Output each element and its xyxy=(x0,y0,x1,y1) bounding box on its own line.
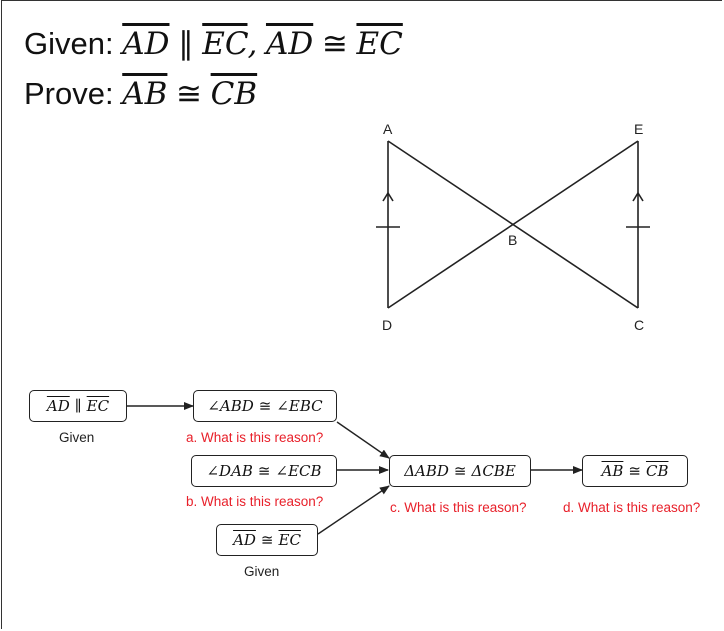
box5-rel: ≅ xyxy=(453,462,467,480)
given-separator: , xyxy=(247,26,258,62)
statement-box-conclusion: AB≅CB xyxy=(582,455,688,487)
flow-arrows xyxy=(127,402,583,535)
bowtie-figure xyxy=(376,140,650,309)
reason-a[interactable]: a. What is this reason? xyxy=(186,430,324,445)
reason-b[interactable]: b. What is this reason? xyxy=(186,494,324,509)
given-statement: Given: AD ∥ EC, AD ≅ EC xyxy=(24,28,403,60)
prove-label: Prove: xyxy=(24,76,114,111)
point-label-a: A xyxy=(383,121,393,137)
box4-rel: ≅ xyxy=(260,531,274,549)
box2-rel: ≅ xyxy=(258,397,272,415)
parallel-arrow-ec xyxy=(632,191,644,202)
prove-statement: Prove: AB ≅ CB xyxy=(24,78,257,110)
statement-box-congruent-segments: AD≅EC xyxy=(216,524,318,556)
reason-d[interactable]: d. What is this reason? xyxy=(563,500,701,515)
segment-ed xyxy=(387,140,639,309)
box3-right: ∠ECB xyxy=(275,462,322,480)
reason-c[interactable]: c. What is this reason? xyxy=(390,500,527,515)
box6-left: AB xyxy=(601,462,624,480)
box1-right: EC xyxy=(86,397,110,415)
reason-given-2: Given xyxy=(244,564,280,579)
given-segment-ec: EC xyxy=(202,26,248,62)
prove-segment-ab: AB xyxy=(122,76,168,112)
arrow-box4-to-box5 xyxy=(317,485,390,535)
box2-left: ∠ABD xyxy=(207,397,254,415)
statement-box-triangles: ΔABD≅ΔCBE xyxy=(389,455,531,487)
statement-box-angle-abd-ebc: ∠ABD≅∠EBC xyxy=(193,390,337,422)
point-label-b: B xyxy=(508,232,517,248)
given-segment-ec-2: EC xyxy=(356,26,403,62)
given-segment-ad-2: AD xyxy=(265,26,314,62)
given-label: Given: xyxy=(24,26,114,61)
box5-right: ΔCBE xyxy=(471,462,516,480)
point-label-d: D xyxy=(382,317,392,333)
box5-left: ΔABD xyxy=(404,462,449,480)
box1-rel: ∥ xyxy=(74,397,82,415)
parallel-symbol: ∥ xyxy=(178,26,194,61)
box3-rel: ≅ xyxy=(257,462,271,480)
box3-left: ∠DAB xyxy=(206,462,253,480)
arrow-box2-to-box5 xyxy=(336,421,390,459)
statement-box-angle-dab-ecb: ∠DAB≅∠ECB xyxy=(191,455,337,487)
prove-segment-cb: CB xyxy=(210,76,258,112)
box4-right: EC xyxy=(278,531,301,549)
congruent-symbol: ≅ xyxy=(321,26,348,61)
box6-rel: ≅ xyxy=(628,462,641,480)
box4-left: AD xyxy=(233,531,256,549)
parallel-arrow-ad xyxy=(382,191,394,202)
box1-left: AD xyxy=(46,397,70,415)
point-label-e: E xyxy=(634,121,643,137)
box2-right: ∠EBC xyxy=(276,397,323,415)
reason-given-1: Given xyxy=(59,430,95,445)
box6-right: CB xyxy=(645,462,669,480)
prove-congruent-symbol: ≅ xyxy=(176,76,203,111)
statement-box-parallel: AD∥EC xyxy=(29,390,127,422)
point-label-c: C xyxy=(634,317,644,333)
given-segment-ad: AD xyxy=(122,26,170,62)
